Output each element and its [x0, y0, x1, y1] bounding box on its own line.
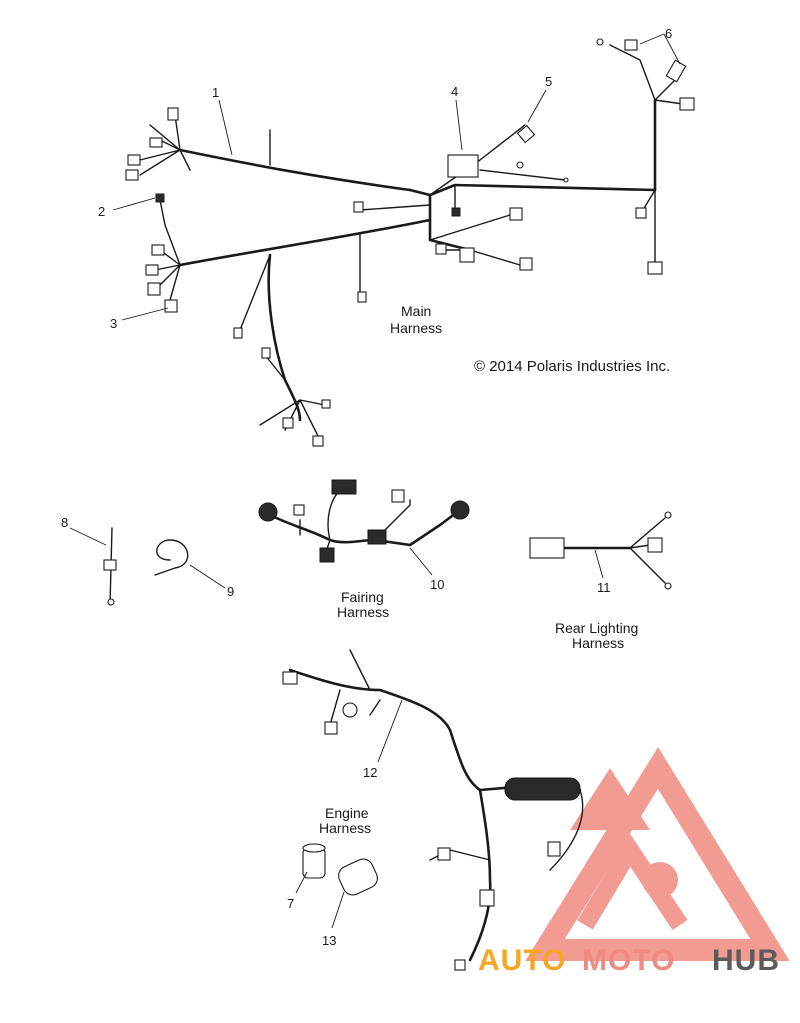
- callout-9: 9: [227, 584, 234, 599]
- callout-1: 1: [212, 85, 219, 100]
- callout-12: 12: [363, 765, 377, 780]
- boot-13: [338, 858, 378, 896]
- fairing-harness-label-line2: Harness: [337, 604, 389, 620]
- fairing-harness-label-line1: Fairing: [341, 589, 384, 605]
- main-harness: [125, 38, 695, 447]
- callout-8: 8: [61, 515, 68, 530]
- main-harness-label-line1: Main: [401, 303, 431, 319]
- callout-7: 7: [287, 896, 294, 911]
- callout-4: 4: [451, 84, 458, 99]
- watermark-logo: [525, 747, 790, 961]
- main-harness-label-line2: Harness: [390, 320, 442, 336]
- rear-lighting-label-line2: Harness: [572, 635, 624, 651]
- callout-2: 2: [98, 204, 105, 219]
- callout-11: 11: [597, 580, 611, 595]
- engine-harness-label-line1: Engine: [325, 805, 369, 821]
- watermark-moto: MOTO: [582, 944, 675, 977]
- callout-6: 6: [665, 26, 672, 41]
- rear-lighting-harness: [529, 511, 672, 590]
- rear-lighting-label-line1: Rear Lighting: [555, 620, 638, 636]
- copyright-notice: © 2014 Polaris Industries Inc.: [474, 358, 670, 375]
- cable-tie-mount-8: [103, 527, 117, 606]
- callout-10: 10: [430, 577, 444, 592]
- watermark-hub: HUB: [712, 944, 780, 977]
- callout-3: 3: [110, 316, 117, 331]
- callout-5: 5: [545, 74, 552, 89]
- watermark-text: AUTO MOTO HUB: [478, 944, 780, 977]
- sleeve-7: [302, 843, 326, 879]
- watermark-auto: AUTO: [478, 944, 566, 977]
- engine-harness-label-line2: Harness: [319, 820, 371, 836]
- engine-harness: [282, 649, 584, 971]
- fairing-harness: [258, 479, 470, 563]
- callouts-main: 1 2 3 4 5 6: [98, 26, 681, 331]
- callout-13: 13: [322, 933, 336, 948]
- cable-tie-9: [154, 539, 189, 576]
